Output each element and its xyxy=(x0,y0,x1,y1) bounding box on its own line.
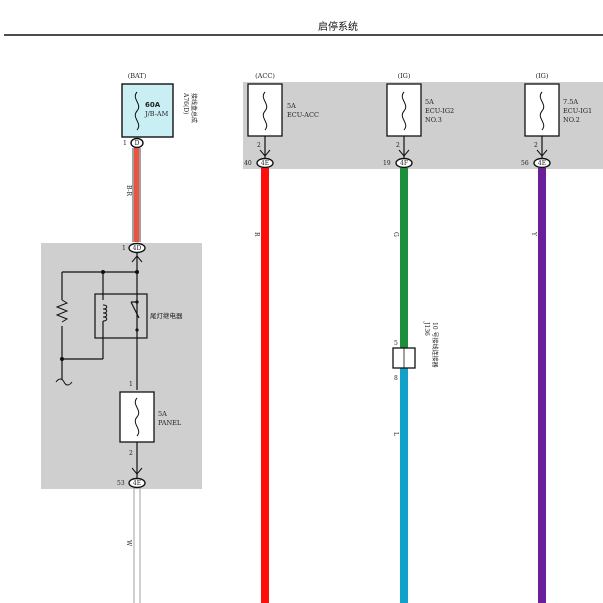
relay-switch-icon xyxy=(130,301,140,319)
page-title: 启停系统 xyxy=(318,20,358,33)
fuse-source: (IG) xyxy=(398,72,411,80)
fuse-name: ECU-ACC xyxy=(287,111,319,119)
wire-b-r xyxy=(134,148,139,242)
relay-block-connector-in-label: 4D xyxy=(133,245,142,252)
wire-l-code: L xyxy=(392,432,399,436)
fuse-source: (IG) xyxy=(536,72,549,80)
connector-label: 4E xyxy=(538,160,546,167)
panel-fuse-rating: 5A xyxy=(158,410,167,418)
fuse-pin: 2 xyxy=(534,142,538,149)
relay-block-pin-out: 53 xyxy=(117,480,125,487)
main-fuse-name: J/B-AM xyxy=(144,110,169,118)
wire-y xyxy=(538,168,546,603)
fuse-icon xyxy=(401,91,407,131)
wire-l xyxy=(400,368,408,603)
junction-code: J136 xyxy=(423,321,430,336)
main-fuse-connector xyxy=(130,137,144,149)
relay-block-pin-in: 1 xyxy=(122,245,126,252)
wire-g-code: G xyxy=(392,232,399,237)
fuse-rating: 7.5A xyxy=(563,98,578,106)
fuse-box xyxy=(247,83,283,137)
fuse-source: (ACC) xyxy=(255,72,275,80)
connector xyxy=(395,157,413,169)
fuse-ecu-ig1: (IG) 7.5A ECU-IG1 NO.2 2 56 4E xyxy=(521,72,592,169)
junction-pin-bottom: 8 xyxy=(394,375,398,382)
connector-pin: 40 xyxy=(244,160,252,167)
main-fuse-box xyxy=(121,83,174,138)
connector xyxy=(256,157,274,169)
wire-w-code: W xyxy=(125,540,132,547)
wire-g xyxy=(400,168,408,348)
main-fuse-source: (BAT) xyxy=(128,72,147,80)
junction-pin-top: 5 xyxy=(394,340,398,347)
fuse-pin: 2 xyxy=(257,142,261,149)
panel-fuse-pin-top: 1 xyxy=(129,381,133,388)
relay-block-panel xyxy=(41,243,202,489)
relay-block-connector-out xyxy=(128,477,146,489)
main-fuse-rating: 60A xyxy=(145,101,161,109)
fuse-arrow xyxy=(259,149,271,157)
relay-coil-icon xyxy=(102,304,108,322)
main-fuse-pin: 1 xyxy=(123,140,127,147)
wire-y-code: Y xyxy=(530,231,537,237)
relay-block-connector-out-label: 4E xyxy=(133,480,141,487)
fuse-rating: 5A xyxy=(287,102,296,110)
fuse-icon xyxy=(539,91,545,131)
main-fuse-connector-label: D xyxy=(135,140,140,147)
wire-r-code: R xyxy=(253,232,260,237)
panel-fuse-arrow-out xyxy=(131,467,143,475)
fuse-ecu-ig2: (IG) 5A ECU-IG2 NO.3 2 19 4F xyxy=(383,72,454,169)
connector-pin: 19 xyxy=(383,160,391,167)
wire-b-r-code: B-R xyxy=(125,185,132,197)
wire-r xyxy=(261,168,269,603)
junction-name: 10 号接线连接器 xyxy=(431,322,439,368)
fuse-ecu-acc: (ACC) 5A ECU-ACC 2 40 4E xyxy=(244,72,319,169)
fuse-icon xyxy=(262,91,268,131)
relay-block-connector-in xyxy=(128,242,146,254)
connector-pin: 56 xyxy=(521,160,529,167)
main-fuse-icon xyxy=(134,91,140,131)
panel-fuse-name: PANEL xyxy=(158,419,182,427)
fuse-arrow xyxy=(536,149,548,157)
connector xyxy=(533,157,551,169)
ground-icon xyxy=(55,378,73,386)
main-fuse-location-name: 接线盒总成 xyxy=(190,93,198,123)
panel-fuse-pin-bottom: 2 xyxy=(129,450,133,457)
fuse-box xyxy=(524,83,560,137)
relay-name: 尾灯继电器 xyxy=(150,311,183,320)
fuse-name-2: NO.2 xyxy=(563,116,580,124)
fuse-arrow xyxy=(398,149,410,157)
fuse-box xyxy=(386,83,422,137)
relay-box xyxy=(94,293,148,339)
fuse-name-2: NO.3 xyxy=(425,116,442,124)
panel-fuse-icon xyxy=(134,397,140,437)
connector-label: 4F xyxy=(400,160,408,167)
fuse-name: ECU-IG2 xyxy=(425,107,454,115)
resistor-icon xyxy=(55,299,69,323)
main-fuse-location-code: A76(D) xyxy=(182,92,189,114)
fuse-name: ECU-IG1 xyxy=(563,107,592,115)
fuse-rating: 5A xyxy=(425,98,434,106)
connector-label: 4E xyxy=(261,160,269,167)
fuse-pin: 2 xyxy=(396,142,400,149)
